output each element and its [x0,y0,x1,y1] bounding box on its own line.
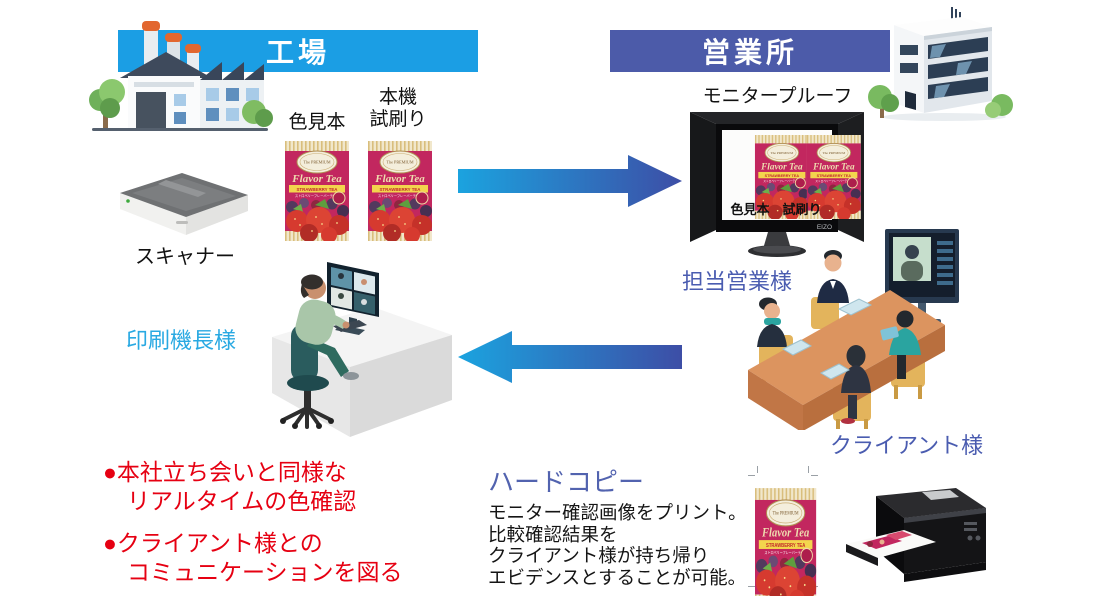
printer-control-panel [964,522,981,541]
hardcopy-line-3: クライアント様が持ち帰り [488,545,710,566]
screen-color-sample-label: 色見本 [730,202,769,217]
factory-illustration [89,21,273,131]
hardcopy-title: ハードコピー [488,467,645,497]
screen-proof-label: 試刷り [782,202,821,217]
office-banner-label: 営業所 [701,37,798,68]
scanner-illustration [120,173,248,235]
hardcopy-description: モニター確認画像をプリント。 比較確認結果を クライアント様が持ち帰り エビデン… [488,502,747,588]
press-proof-label-line1: 本機 [378,87,417,108]
proof-monitor: 色見本 試刷り EIZO [690,112,864,257]
hardcopy-line-2: 比較確認結果を [488,523,618,545]
office-banner: 営業所 [610,30,890,72]
color-sample-label: 色見本 [288,112,346,133]
press-operator-person [295,274,359,380]
scanner-label: スキャナー [135,246,235,268]
bullet-icon: ● [103,529,117,556]
monitor-proof-label: モニタープルーフ [702,86,853,107]
factory-banner-label: 工場 [265,37,330,68]
person-sales-rep-1 [817,250,873,316]
keyboard [333,320,367,332]
benefit-2-line2: コミュニケーションを図る [127,558,403,585]
benefit-item-1: ●本社立ち会いと同様な リアルタイムの色確認 [103,458,403,516]
monitor-brand-logo: EIZO [817,224,832,231]
press-operator-illustration [272,262,452,437]
person-client-1 [819,345,871,424]
person-client-2 [880,310,921,379]
arrow-right [458,155,682,207]
press-proof-package [368,141,432,241]
benefit-item-2: ●クライアント様との コミュニケーションを図る [103,529,403,587]
press-proof-label: 本機 試刷り [360,87,436,131]
hardcopy-print [748,466,818,596]
benefit-2-line1: ●クライアント様との [103,529,323,556]
sales-rep-label: 担当営業様 [682,269,793,294]
hardcopy-line-1: モニター確認画像をプリント。 [488,502,747,523]
benefit-1-line2: リアルタイムの色確認 [127,487,357,514]
press-proof-label-line2: 試刷り [369,108,427,130]
press-operator-label: 印刷機長様 [126,328,237,353]
client-meeting-illustration [748,229,959,430]
office-building-illustration [868,7,1013,121]
benefits-list: ●本社立ち会いと同様な リアルタイムの色確認 ●クライアント様との コミュニケー… [103,458,403,600]
bullet-icon: ● [103,459,117,485]
person-sales-rep-2 [757,297,813,356]
color-sample-package [285,141,349,241]
printer-illustration [846,488,986,582]
benefit-1-line1: ●本社立ち会いと同様な [103,459,347,485]
arrow-left [458,331,682,383]
hardcopy-line-4: エビデンスとすることが可能。 [488,566,747,588]
client-label: クライアント様 [830,433,984,458]
